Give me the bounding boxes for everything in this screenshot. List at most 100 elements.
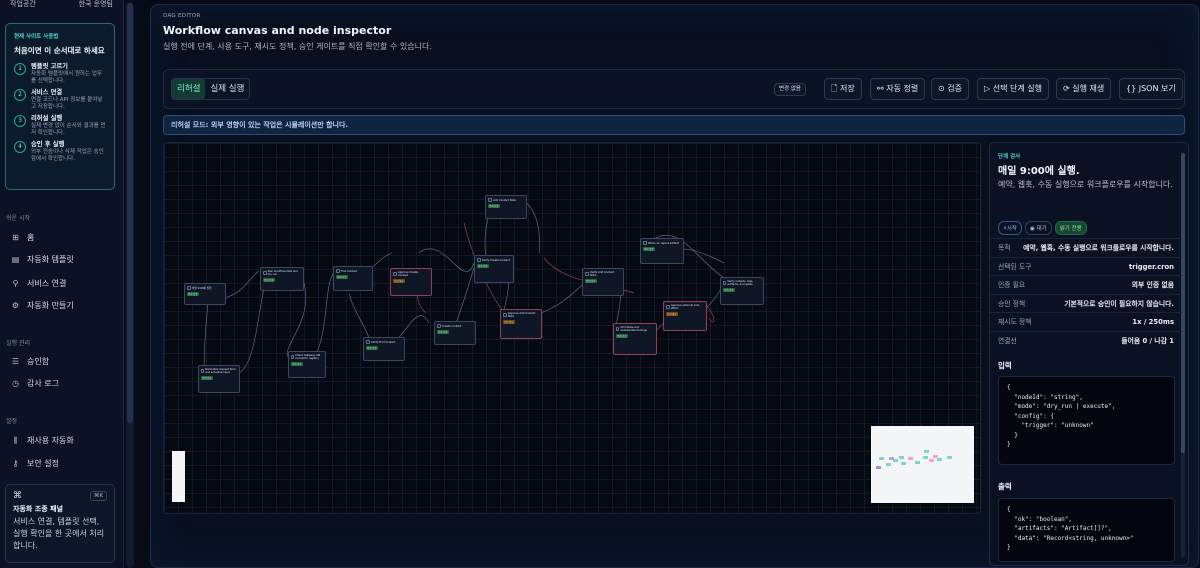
step-number: 4 (14, 141, 26, 153)
nav-reuse[interactable]: ⫼재사용 자동화 (11, 435, 74, 446)
node-inspector: 단계 검사 매일 9:00에 실행. 예약, 웹훅, 수동 실행으로 워크플로우… (989, 142, 1189, 566)
nav-create[interactable]: ⚙ 자동화 만들기 (11, 300, 74, 311)
dag-node[interactable]: Normalize request form and schedule inpu… (198, 365, 240, 393)
node-icon (477, 258, 481, 262)
output-section-title: 출력 (998, 482, 1012, 491)
nav-connections[interactable]: ⚲ 서비스 연결 (11, 278, 67, 289)
property-row: 인증 필요 외부 인증 없음 (990, 275, 1182, 294)
nav-audit[interactable]: ◷ 감사 로그 (11, 378, 59, 389)
node-tag: 입력 전용 (201, 376, 213, 380)
node-title: Verify Find Contact (371, 340, 396, 344)
node-icon (263, 271, 267, 275)
node-tag: 승인 필요 (666, 312, 678, 316)
edge-layer (203, 196, 725, 374)
node-title: Normalize and deduplicate findings (620, 326, 647, 332)
minimap[interactable] (871, 426, 974, 503)
dag-node[interactable]: Plan workflow DAG and dry-run 입력 전용 (260, 267, 304, 291)
braces-icon: {} (1126, 84, 1139, 93)
node-title: Plan workflow DAG and dry-run (267, 270, 298, 276)
nav-label: 감사 로그 (27, 379, 59, 388)
property-label: 인증 필요 (998, 281, 1026, 289)
nav-label: 서비스 연결 (27, 279, 67, 288)
step-number: 2 (14, 89, 26, 101)
start-badge: ⚡시작 (998, 221, 1022, 235)
validate-button[interactable]: ⊙ 검증 (931, 78, 969, 100)
nav-security[interactable]: ⚷보안 설정 (11, 458, 59, 469)
dag-editor: DAG EDITOR Workflow canvas and node insp… (150, 4, 1199, 568)
replay-button[interactable]: ⟳ 실행 재생 (1056, 78, 1112, 100)
save-label: 저장 (839, 84, 855, 93)
json-view-label: JSON 보기 (1138, 84, 1176, 93)
node-icon (187, 286, 191, 290)
eye-icon: ◉ (1030, 226, 1037, 232)
workspace-selector[interactable]: 작업공간 한국 운영팀 (0, 0, 123, 10)
section-quick-start: 쉬운 시작 (6, 215, 30, 222)
sidebar-scrollbar[interactable] (126, 2, 134, 568)
mode-live[interactable]: 실제 실행 (210, 84, 245, 94)
node-icon (723, 281, 727, 285)
scroll-thumb[interactable] (127, 3, 133, 423)
shortcut-badge: ⌘K (89, 491, 107, 501)
auto-arrange-label: 자동 정렬 (886, 84, 919, 93)
sidebar: 작업공간 한국 운영팀 현재 사이트 사용법 처음이면 이 순서대로 하세요 1… (0, 0, 124, 568)
inspector-scrollbar[interactable] (1181, 153, 1185, 557)
nav-approvals[interactable]: ☰승인함 (11, 356, 49, 367)
badge-label: 대기 (1036, 226, 1047, 232)
input-section-title: 입력 (998, 361, 1012, 370)
step-title: 승인 후 실행 (31, 141, 65, 148)
property-value: 외부 인증 없음 (1131, 281, 1174, 289)
save-button[interactable]: 🗋 저장 (824, 78, 862, 100)
validate-label: 검증 (947, 84, 962, 93)
zoom-controls[interactable] (172, 451, 185, 502)
step-title: 서비스 연결 (31, 89, 63, 96)
mode-toggle: 리허설 실제 실행 (171, 78, 251, 100)
mode-rehearsal[interactable]: 리허설 (172, 79, 206, 99)
node-title: Create Contact (442, 324, 462, 328)
json-view-button[interactable]: {} JSON 보기 (1119, 78, 1183, 100)
node-icon (503, 313, 507, 317)
command-panel[interactable]: ⌘⌘K 자동화 조종 패널 서비스 연결, 템플릿 선택, 실행 확인을 한 곳… (5, 484, 115, 563)
nav-home[interactable]: ⊞홈 (11, 232, 34, 243)
dag-node[interactable]: Verify outputs, logs, artifacts, and gat… (720, 277, 764, 305)
scroll-thumb[interactable] (1181, 153, 1185, 453)
nav-label: 자동화 만들기 (27, 301, 74, 310)
inspector-desc: 예약, 웹훅, 수동 실행으로 워크플로우를 시작합니다. (998, 180, 1173, 189)
read-only-badge: 읽기 전용 (1054, 221, 1087, 235)
node-icon (643, 241, 647, 245)
node-tag: 입력 전용 (723, 288, 735, 292)
node-title: Find Contact (341, 269, 358, 273)
guide-tag: 현재 사이트 사용법 (14, 34, 59, 40)
inspector-title: 매일 9:00에 실행. (998, 166, 1080, 177)
node-tag: 입력 전용 (263, 278, 275, 282)
nav-templates[interactable]: ▤자동화 템플릿 (11, 254, 74, 265)
history-icon: ◷ (12, 379, 19, 388)
bot-icon: ⚙ (11, 301, 20, 310)
plug-icon: ⚲ (12, 279, 19, 288)
run-selected-label: 선택 단계 실행 (992, 84, 1042, 93)
run-selected-button[interactable]: ▷ 선택 단계 실행 (977, 78, 1049, 100)
node-icon (393, 272, 397, 276)
auto-arrange-button[interactable]: ⚯ 자동 정렬 (870, 78, 926, 100)
node-title: Write run report artifact (648, 241, 679, 245)
nav-label: 자동화 템플릿 (27, 255, 74, 264)
